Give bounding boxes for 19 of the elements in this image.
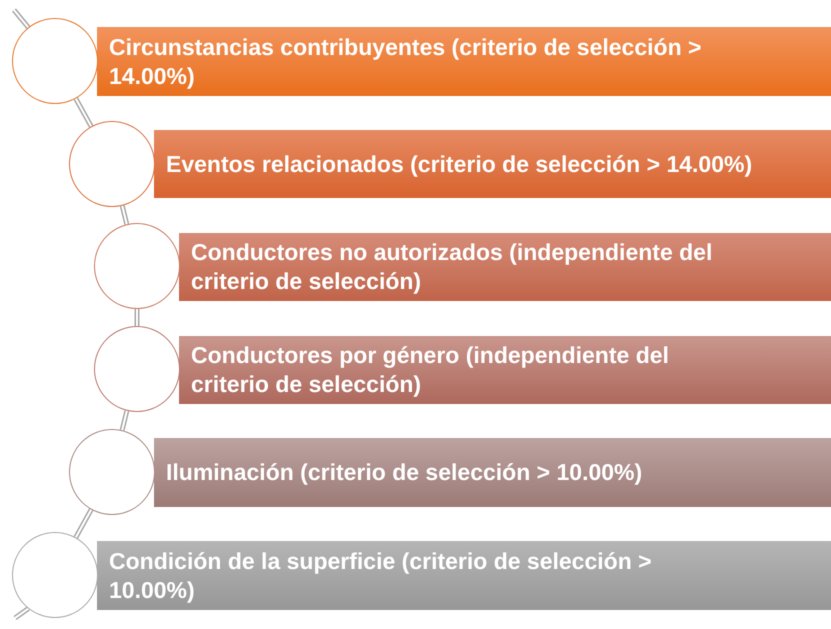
connector-line xyxy=(134,309,140,326)
banner-bar xyxy=(97,541,831,610)
banner-text: Condición de la superficie (criterio de selección > 10.00%) xyxy=(109,546,653,604)
connector-line xyxy=(120,205,130,225)
connector-line xyxy=(74,97,94,128)
banner-bar xyxy=(179,336,831,404)
banner-bar xyxy=(97,27,831,96)
circle-marker xyxy=(12,18,98,104)
banner-bar xyxy=(179,233,831,301)
connector-line xyxy=(120,410,130,431)
connector-line xyxy=(74,508,94,539)
banner-text: Conductores no autorizados (independiente del criterio de selección) xyxy=(191,238,714,296)
banner-bar xyxy=(154,130,831,198)
banner-text: Iluminación (criterio de selección > 10.00%) xyxy=(166,458,642,487)
banner-bar xyxy=(154,438,831,507)
circle-marker xyxy=(12,532,98,618)
banner-text: Eventos relacionados (criterio de selección > 14.00%) xyxy=(166,150,752,178)
banner-text: Conductores por género (independiente del criterio de selección) xyxy=(191,341,670,399)
banner-text: Circunstancias contribuyentes (criterio de selección > 14.00%) xyxy=(109,32,702,90)
